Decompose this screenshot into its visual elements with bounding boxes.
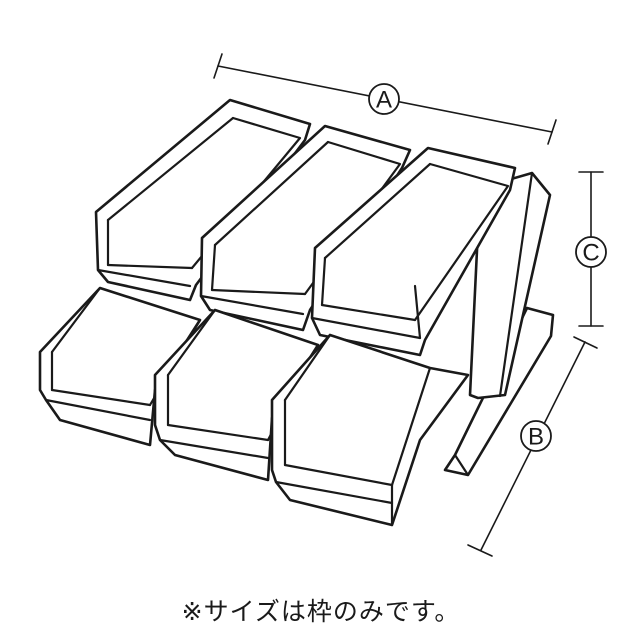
lower-bin-center [153,308,320,482]
size-note: ※サイズは枠のみです。 [181,597,461,626]
dimension-b: B [467,336,598,557]
dimension-c: C [575,171,607,327]
lower-bin-left [38,286,202,447]
label-b: B [528,424,544,451]
label-b-badge: B [520,420,552,452]
label-a: A [376,87,392,114]
dimension-a: A [213,53,557,145]
label-a-badge: A [368,83,400,115]
label-c-badge: C [575,236,607,268]
upper-bin-right [310,146,517,357]
lower-bin-right [270,333,470,527]
stand-frame [443,171,555,477]
label-c: C [582,240,599,267]
upper-bin-center [199,124,412,332]
